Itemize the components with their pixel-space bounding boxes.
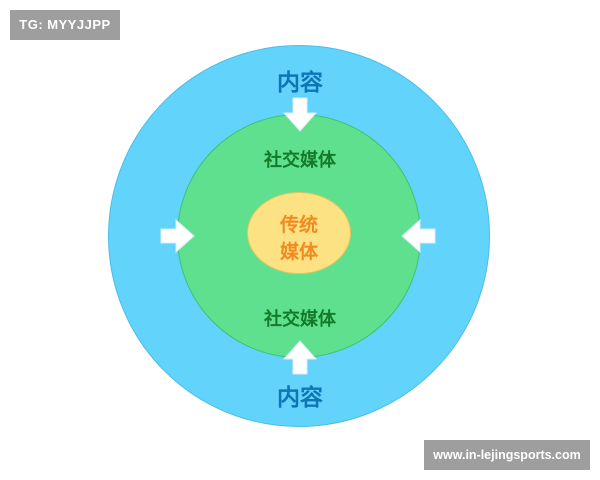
- outer-label-bottom: 内容: [277, 385, 323, 411]
- arrow-up-icon: [282, 340, 318, 375]
- middle-label-top: 社交媒体: [264, 150, 336, 171]
- arrow-left-icon: [401, 218, 436, 254]
- middle-label-bottom: 社交媒体: [264, 309, 336, 330]
- core-label-line1: 传统: [279, 214, 318, 236]
- watermark-url: www.in-lejingsports.com: [424, 440, 590, 470]
- core-traditional-media: [247, 192, 351, 274]
- outer-label-top: 内容: [277, 70, 323, 96]
- core-label-line2: 媒体: [279, 241, 318, 263]
- arrow-down-icon: [282, 97, 318, 132]
- watermark-tag: TG: MYYJJPP: [10, 10, 120, 40]
- arrow-right-icon: [160, 218, 195, 254]
